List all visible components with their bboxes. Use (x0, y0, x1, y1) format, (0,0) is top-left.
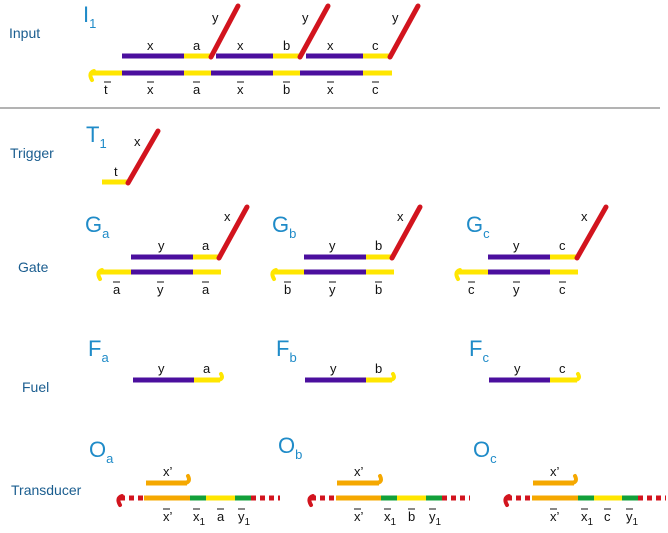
input-label-bbar: b (283, 82, 290, 97)
fuel-b-strand (305, 372, 396, 383)
input-label-tbar: t (104, 82, 108, 97)
gate-c-complex (454, 204, 609, 281)
gate-b-title: Gb (272, 212, 296, 241)
fuel-c-label-c: c (559, 361, 566, 376)
svg-text:a: a (113, 282, 121, 297)
input-title: I1 (83, 2, 96, 31)
input-label-x1: x (147, 38, 154, 53)
transducer-b-label-xprime: x’ (354, 464, 364, 479)
transducer-a-label-x1: x1 (193, 509, 206, 528)
gate-a-label-y: y (158, 238, 165, 253)
svg-text:b: b (284, 282, 291, 297)
gate-c-label-y: y (513, 238, 520, 253)
transducer-a-title: Oa (89, 437, 114, 466)
transducer-a-complex (116, 474, 280, 507)
input-label-y1: y (212, 10, 219, 25)
input-complex (88, 3, 421, 82)
gate-b-complement-labels: b y b (284, 281, 382, 297)
svg-text:x’: x’ (163, 509, 173, 524)
svg-text:a: a (217, 509, 225, 524)
svg-text:a: a (202, 282, 210, 297)
gate-b-label-b: b (375, 238, 382, 253)
gate-a-complex (96, 204, 250, 281)
svg-text:y: y (513, 282, 520, 297)
input-label-y3: y (392, 10, 399, 25)
input-label-a: a (193, 38, 201, 53)
input-label-b: b (283, 38, 290, 53)
row-label-transducer: Transducer (11, 482, 82, 498)
transducer-c-label-xprime: x’ (550, 464, 560, 479)
transducer-b-label-y1: y1 (429, 509, 442, 528)
row-label-fuel: Fuel (22, 379, 49, 395)
input-label-abar: a (193, 82, 201, 97)
transducer-b-complex (307, 474, 470, 507)
transducer-b-title: Ob (278, 433, 302, 462)
fuel-a-label-y: y (158, 361, 165, 376)
fuel-c-label-y: y (514, 361, 521, 376)
input-label-c: c (372, 38, 379, 53)
input-label-xbar3: x (327, 82, 334, 97)
transducer-b-label-x1: x1 (384, 509, 397, 528)
input-label-y2: y (302, 10, 309, 25)
svg-text:x’: x’ (354, 509, 364, 524)
transducer-c-label-y1: y1 (626, 509, 639, 528)
row-label-gate: Gate (18, 259, 49, 275)
trigger-label-x: x (134, 134, 141, 149)
trigger-label-t: t (114, 164, 118, 179)
fuel-a-label-a: a (203, 361, 211, 376)
row-label-trigger: Trigger (10, 145, 54, 161)
transducer-b-complement-labels: x’ x1 b y1 (354, 508, 442, 528)
input-label-cbar: c (372, 82, 379, 97)
fuel-a-title: Fa (88, 336, 109, 365)
fuel-c-strand (489, 372, 581, 383)
gate-b-complex (270, 204, 423, 281)
gate-c-label-x: x (581, 209, 588, 224)
trigger-title: T1 (86, 122, 107, 151)
transducer-c-title: Oc (473, 437, 497, 466)
svg-text:b: b (408, 509, 415, 524)
svg-text:y: y (157, 282, 164, 297)
svg-text:c: c (604, 509, 611, 524)
fuel-b-label-y: y (330, 361, 337, 376)
fuel-b-label-b: b (375, 361, 382, 376)
transducer-a-complement-labels: x’ x1 a y1 (163, 508, 251, 528)
input-label-xbar2: x (237, 82, 244, 97)
transducer-a-label-xprime: x’ (163, 464, 173, 479)
transducer-c-complement-labels: x’ x1 c y1 (550, 508, 639, 528)
svg-text:y: y (329, 282, 336, 297)
gate-b-label-y: y (329, 238, 336, 253)
row-label-input: Input (9, 25, 40, 41)
gate-c-label-c: c (559, 238, 566, 253)
input-label-xbar1: x (147, 82, 154, 97)
svg-text:b: b (375, 282, 382, 297)
svg-text:c: c (468, 282, 475, 297)
input-label-x3: x (327, 38, 334, 53)
gate-b-label-x: x (397, 209, 404, 224)
transducer-a-label-y1: y1 (238, 509, 251, 528)
gate-a-label-a: a (202, 238, 210, 253)
fuel-b-title: Fb (276, 336, 297, 365)
transducer-c-label-x1: x1 (581, 509, 594, 528)
gate-c-complement-labels: c y c (468, 281, 566, 297)
fuel-a-strand (133, 372, 224, 383)
input-complement-labels: t x a x b x c (104, 81, 379, 97)
svg-text:x’: x’ (550, 509, 560, 524)
gate-a-complement-labels: a y a (113, 281, 210, 297)
fuel-c-title: Fc (469, 336, 489, 365)
gate-a-label-x: x (224, 209, 231, 224)
gate-c-title: Gc (466, 212, 490, 241)
input-label-x2: x (237, 38, 244, 53)
trigger-strand (102, 128, 161, 186)
gate-a-title: Ga (85, 212, 110, 241)
svg-text:c: c (559, 282, 566, 297)
transducer-c-complex (503, 474, 666, 507)
